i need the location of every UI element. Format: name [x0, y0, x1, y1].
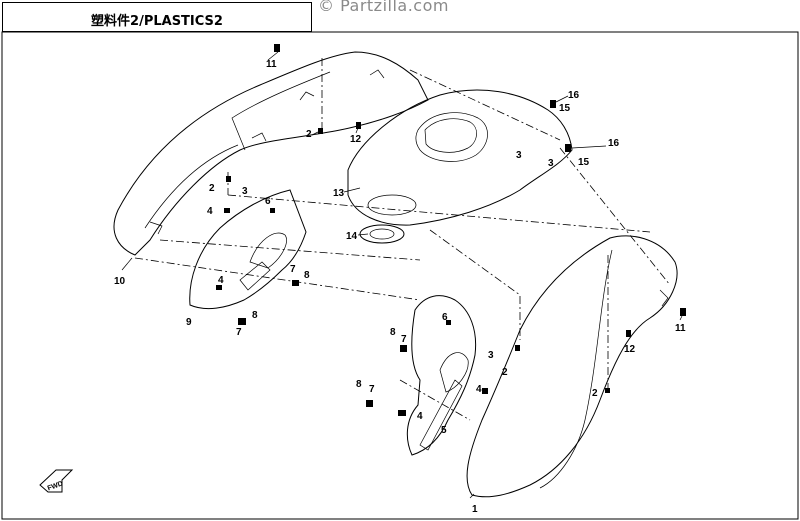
callout-7: 7 [401, 334, 407, 345]
callout-6: 6 [265, 196, 271, 207]
watermark: © Partzilla.com [318, 0, 449, 15]
side-cover-part-5 [406, 295, 477, 456]
callout-8: 8 [304, 270, 310, 281]
callout-15: 15 [578, 157, 590, 168]
callout-4: 4 [476, 384, 482, 395]
side-panel-part-1 [466, 235, 678, 498]
callout-12: 12 [624, 344, 636, 355]
leader-lines [121, 51, 683, 499]
callout-5: 5 [441, 425, 447, 436]
fwd-label: FWD [47, 480, 64, 492]
callout-14: 14 [346, 231, 358, 242]
front-fender-part-10 [113, 51, 429, 256]
tank-cover-part-13 [347, 89, 573, 226]
callout-2: 2 [306, 129, 312, 140]
callout-7: 7 [369, 384, 375, 395]
callout-4: 4 [218, 275, 224, 286]
callout-9: 9 [186, 317, 192, 328]
callout-15: 15 [559, 103, 571, 114]
fasteners [216, 44, 686, 416]
title-box: 塑料件2/PLASTICS2 [2, 2, 312, 32]
callout-11: 11 [675, 323, 686, 334]
callout-8: 8 [252, 310, 258, 321]
callout-7: 7 [290, 264, 296, 275]
grommet-part-14 [359, 224, 405, 244]
callout-6: 6 [442, 312, 448, 323]
callout-16: 16 [568, 90, 580, 101]
callout-12: 12 [350, 134, 362, 145]
page-title: 塑料件2/PLASTICS2 [91, 14, 223, 29]
callout-3: 3 [488, 350, 494, 361]
callout-labels: 1 2 2 2 2 3 3 3 3 4 4 4 4 5 6 6 7 7 7 7 … [114, 59, 686, 515]
forward-arrow-icon: FWD [39, 469, 74, 493]
diagram-border [1, 31, 799, 520]
callout-8: 8 [356, 379, 362, 390]
alignment-lines [134, 58, 671, 421]
callout-13: 13 [333, 188, 345, 199]
callout-2: 2 [592, 388, 598, 399]
callout-3: 3 [242, 186, 248, 197]
callout-10: 10 [114, 276, 126, 287]
callout-3: 3 [548, 158, 554, 169]
side-cover-part-9 [189, 189, 307, 310]
callout-7: 7 [236, 327, 242, 338]
callout-4: 4 [417, 411, 423, 422]
callout-2: 2 [502, 367, 508, 378]
callout-3: 3 [516, 150, 522, 161]
callout-2: 2 [209, 183, 215, 194]
callout-1: 1 [472, 504, 478, 515]
callout-16: 16 [608, 138, 620, 149]
callout-11: 11 [266, 59, 277, 70]
callout-4: 4 [207, 206, 213, 217]
callout-8: 8 [390, 327, 396, 338]
